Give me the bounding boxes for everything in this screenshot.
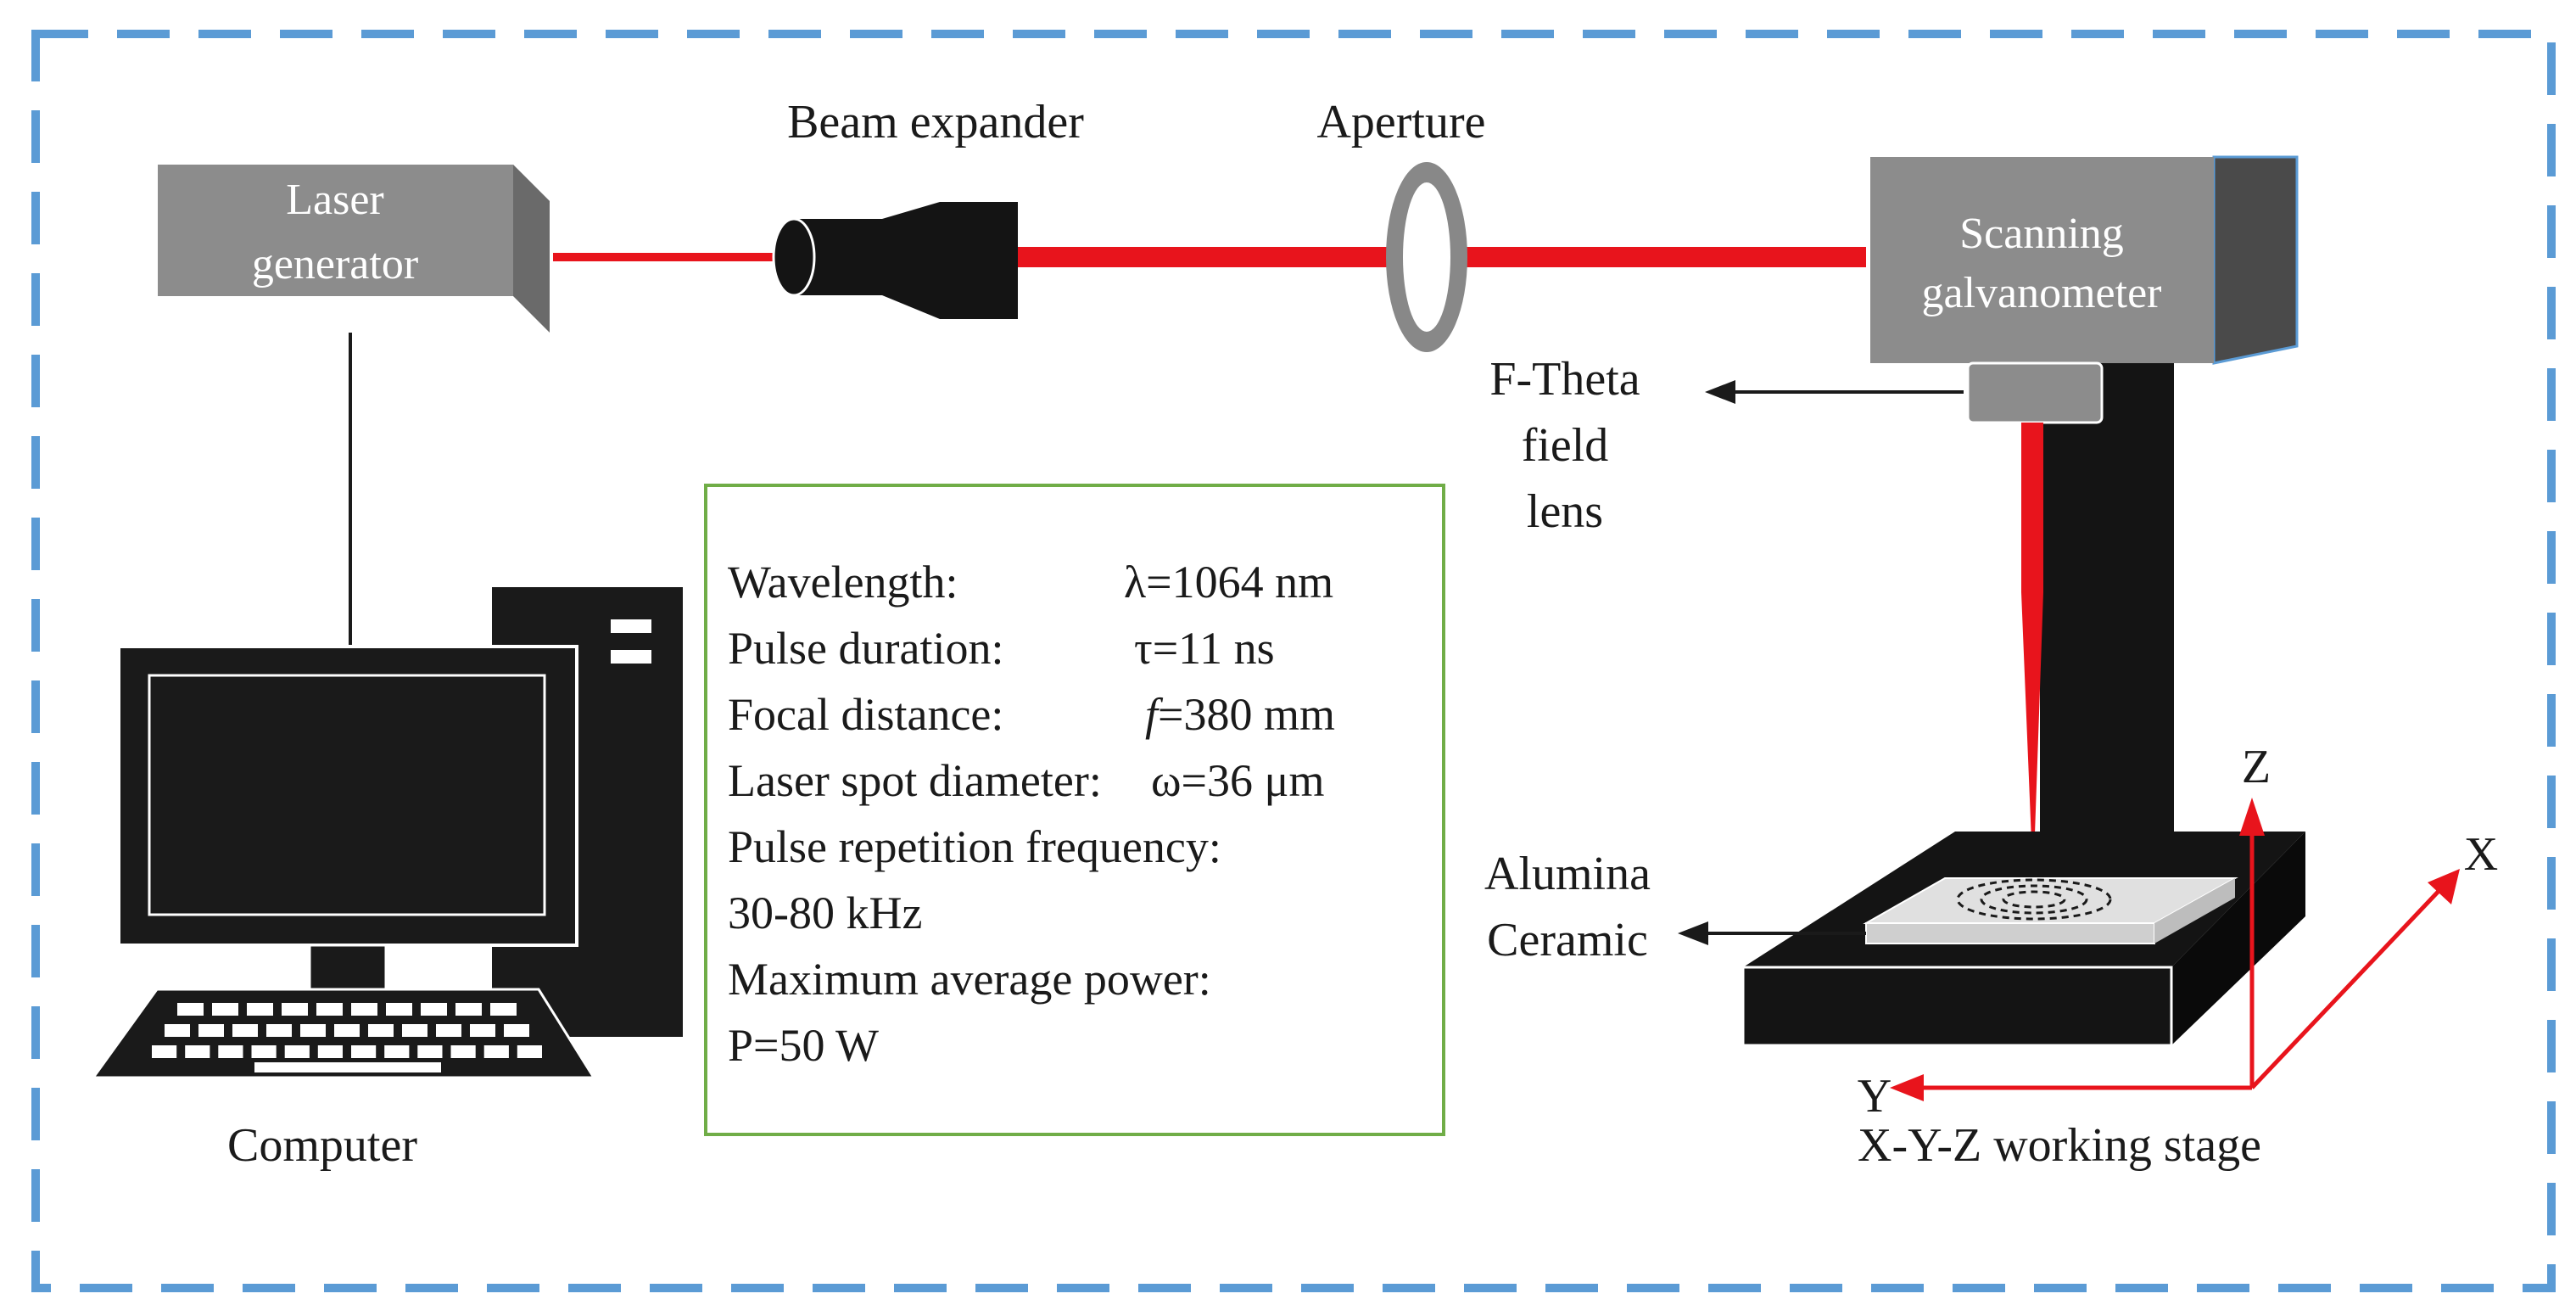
scanning-label-2: galvanometer [1922,269,2162,317]
computer-monitor [117,645,578,947]
keyboard-key [316,1003,343,1016]
wavelength-label: Wavelength: [728,557,958,608]
outer-dashed-frame [31,30,2556,1292]
aperture-label: Aperture [1316,96,1485,148]
aperture [1386,162,1467,352]
beam-expander-label: Beam expander [787,96,1084,148]
beam-expander [772,202,1018,319]
power-value: P=50 W [728,1020,879,1071]
ftheta-label-1: F-Theta [1489,353,1640,406]
keyboard-key [334,1024,360,1037]
keyboard-key [232,1024,258,1037]
parameters-box [704,484,1445,1136]
focused-beam-taper [2021,592,2043,882]
ftheta-lens [1966,361,2104,424]
focused-beam-upper [2021,423,2043,592]
keyboard-key [152,1045,177,1058]
keyboard-key [470,1024,495,1037]
spot-diameter-label: Laser spot diameter: [728,755,1102,806]
focal-distance-label: Focal distance: [728,689,1003,740]
keyboard-key [384,1045,410,1058]
axis-x-label: X [2464,828,2498,881]
keyboard-key [218,1045,243,1058]
keyboard-key [351,1045,377,1058]
parameters-text: Wavelength: λ=1064 nm Pulse duration: τ=… [728,557,1335,1071]
keyboard-key [504,1024,529,1037]
keyboard-key [185,1045,210,1058]
keyboard-key [450,1045,476,1058]
repetition-value: 30-80 kHz [728,888,922,938]
keyboard-key [490,1003,517,1016]
spot-diameter-value: ω=36 μm [1151,755,1324,806]
scan-pattern [1956,878,2112,921]
stage-label: X-Y-Z working stage [1858,1119,2261,1172]
keyboard-key [177,1003,204,1016]
alumina-ceramic-plate [1863,877,2238,944]
keyboard-key [483,1045,509,1058]
xyz-axes [1913,821,2445,1090]
keyboard-key [212,1003,238,1016]
computer [91,587,683,1079]
keyboard-key [251,1045,277,1058]
keyboard-key [247,1003,273,1016]
keyboard-key [517,1045,542,1058]
keyboard-key [282,1003,308,1016]
wavelength-value: λ=1064 nm [1124,557,1333,608]
ftheta-label-2: field [1522,419,1609,472]
z-axis-arrowhead [2239,798,2265,836]
keyboard-spacebar [254,1062,441,1072]
keyboard-key [317,1045,343,1058]
alumina-arrowhead [1678,921,1708,945]
keyboard-key [266,1024,292,1037]
power-label: Maximum average power: [728,954,1211,1005]
keyboard-key [436,1024,461,1037]
keyboard-key [402,1024,427,1037]
laser-generator-label-1: Laser [286,176,383,224]
alumina-label-2: Ceramic [1487,914,1648,966]
computer-label: Computer [227,1119,417,1172]
keyboard-key [284,1045,310,1058]
keyboard-key [386,1003,412,1016]
galvanometer-column [2040,356,2174,865]
keyboard-key [421,1003,447,1016]
y-axis-arrowhead [1890,1074,1924,1101]
laser-generator: Laser generator [158,165,550,333]
ftheta-label-3: lens [1527,485,1603,538]
keyboard-key [368,1024,394,1037]
keyboard-key [417,1045,443,1058]
focal-distance-number: =380 mm [1158,689,1335,740]
focal-distance-value: f=380 mm [1145,689,1335,740]
scanning-galvanometer: Scanning galvanometer [1870,155,2299,365]
laser-generator-label-2: generator [252,240,418,288]
scanning-label-1: Scanning [1959,210,2124,258]
pulse-duration-value: τ=11 ns [1134,623,1275,674]
keyboard-key [351,1003,377,1016]
pulse-duration-label: Pulse duration: [728,623,1003,674]
keyboard-key [165,1024,190,1037]
ftheta-arrowhead [1705,380,1735,404]
axis-y-label: Y [1858,1070,1891,1123]
alumina-label-1: Alumina [1484,848,1651,900]
x-axis-arrowhead [2428,869,2460,904]
repetition-label: Pulse repetition frequency: [728,821,1221,872]
keyboard-key [300,1024,326,1037]
keyboard-key [455,1003,482,1016]
keyboard-key [198,1024,224,1037]
axis-z-label: Z [2242,741,2271,793]
